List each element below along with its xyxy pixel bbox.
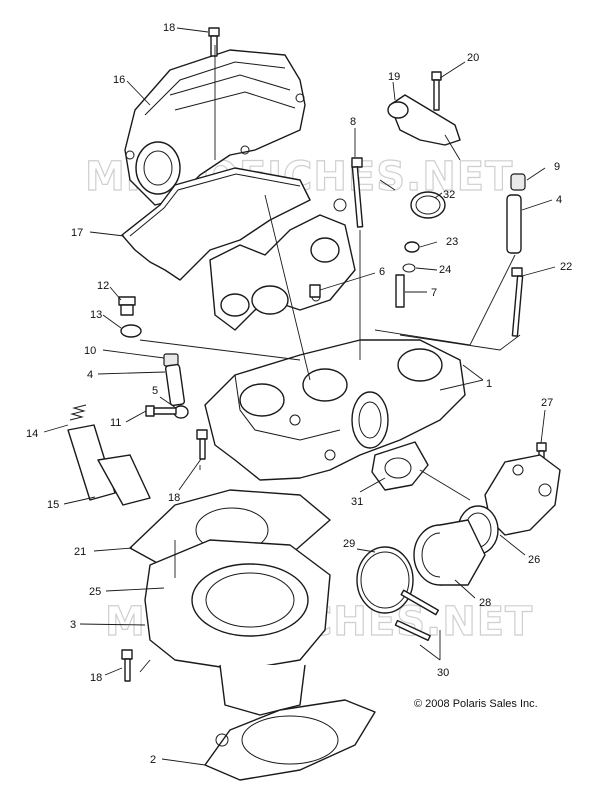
spring-14	[69, 404, 87, 421]
tube-15	[67, 424, 151, 506]
callout-24: 24	[439, 264, 451, 276]
reference-lines	[139, 45, 521, 673]
callout-16: 16	[113, 74, 125, 86]
callout-9: 9	[554, 161, 560, 173]
callout-15: 15	[47, 499, 59, 511]
washer-13	[120, 324, 142, 338]
dowel-6	[309, 284, 321, 298]
plug-12	[118, 296, 136, 316]
callout-20: 20	[467, 52, 479, 64]
callout-28: 28	[479, 597, 491, 609]
callout-18-lower: 18	[90, 672, 102, 684]
callout-3: 3	[70, 619, 76, 631]
callout-18-mid: 18	[168, 492, 180, 504]
cylinder-head	[204, 339, 466, 481]
callout-14: 14	[26, 428, 38, 440]
o-ring-32	[410, 191, 446, 219]
camshaft-carrier	[209, 198, 356, 331]
bolt-11	[145, 405, 177, 417]
valve-seal-9	[510, 173, 526, 191]
callout-labels: 18 16 19 20 8 9 32 4 17 23 24 6 22 7 12 …	[26, 22, 572, 766]
boot-28	[413, 519, 486, 586]
callout-6: 6	[379, 266, 385, 278]
leader-lines	[43, 27, 556, 766]
valve-cover-gasket	[121, 167, 311, 281]
callout-7: 7	[431, 287, 437, 299]
callout-4-lower: 4	[87, 369, 93, 381]
bolt-22	[511, 267, 524, 337]
callout-11: 11	[110, 417, 121, 429]
callout-29: 29	[343, 538, 355, 550]
callout-27: 27	[541, 397, 553, 409]
clamp-bolts-30	[394, 589, 440, 642]
bolt-lower	[121, 649, 133, 682]
exhaust-gasket-31	[371, 441, 429, 491]
callout-19: 19	[388, 71, 400, 83]
clip-24	[402, 263, 416, 273]
callout-25: 25	[89, 586, 101, 598]
callout-31: 31	[351, 496, 363, 508]
bolt-top	[208, 27, 220, 57]
thermostat-housing	[387, 94, 461, 146]
bolt-mid	[196, 429, 208, 460]
base-gasket-2	[204, 699, 376, 781]
long-bolt-8	[351, 157, 364, 228]
callout-1: 1	[486, 378, 492, 390]
callout-21: 21	[74, 546, 86, 558]
callout-18-top: 18	[163, 22, 175, 34]
callout-23: 23	[446, 236, 458, 248]
callout-10: 10	[84, 345, 96, 357]
callout-30: 30	[437, 667, 449, 679]
callout-12: 12	[97, 280, 109, 292]
callout-5: 5	[152, 385, 158, 397]
retainer-23	[404, 241, 420, 253]
callout-26: 26	[528, 554, 540, 566]
copyright-text: © 2008 Polaris Sales Inc.	[414, 698, 538, 710]
valve-guide-lower	[164, 363, 186, 407]
bolt-20	[431, 71, 442, 111]
callout-13: 13	[90, 309, 102, 321]
clamp-29	[356, 546, 414, 614]
callout-8: 8	[350, 116, 356, 128]
callout-2: 2	[150, 754, 156, 766]
callout-32: 32	[443, 189, 455, 201]
callout-22: 22	[560, 261, 572, 273]
valve-guide-upper	[506, 194, 522, 254]
callout-4-upper: 4	[556, 194, 562, 206]
cylinder-block	[144, 539, 331, 716]
stud-7	[395, 274, 405, 308]
callout-17: 17	[71, 227, 83, 239]
